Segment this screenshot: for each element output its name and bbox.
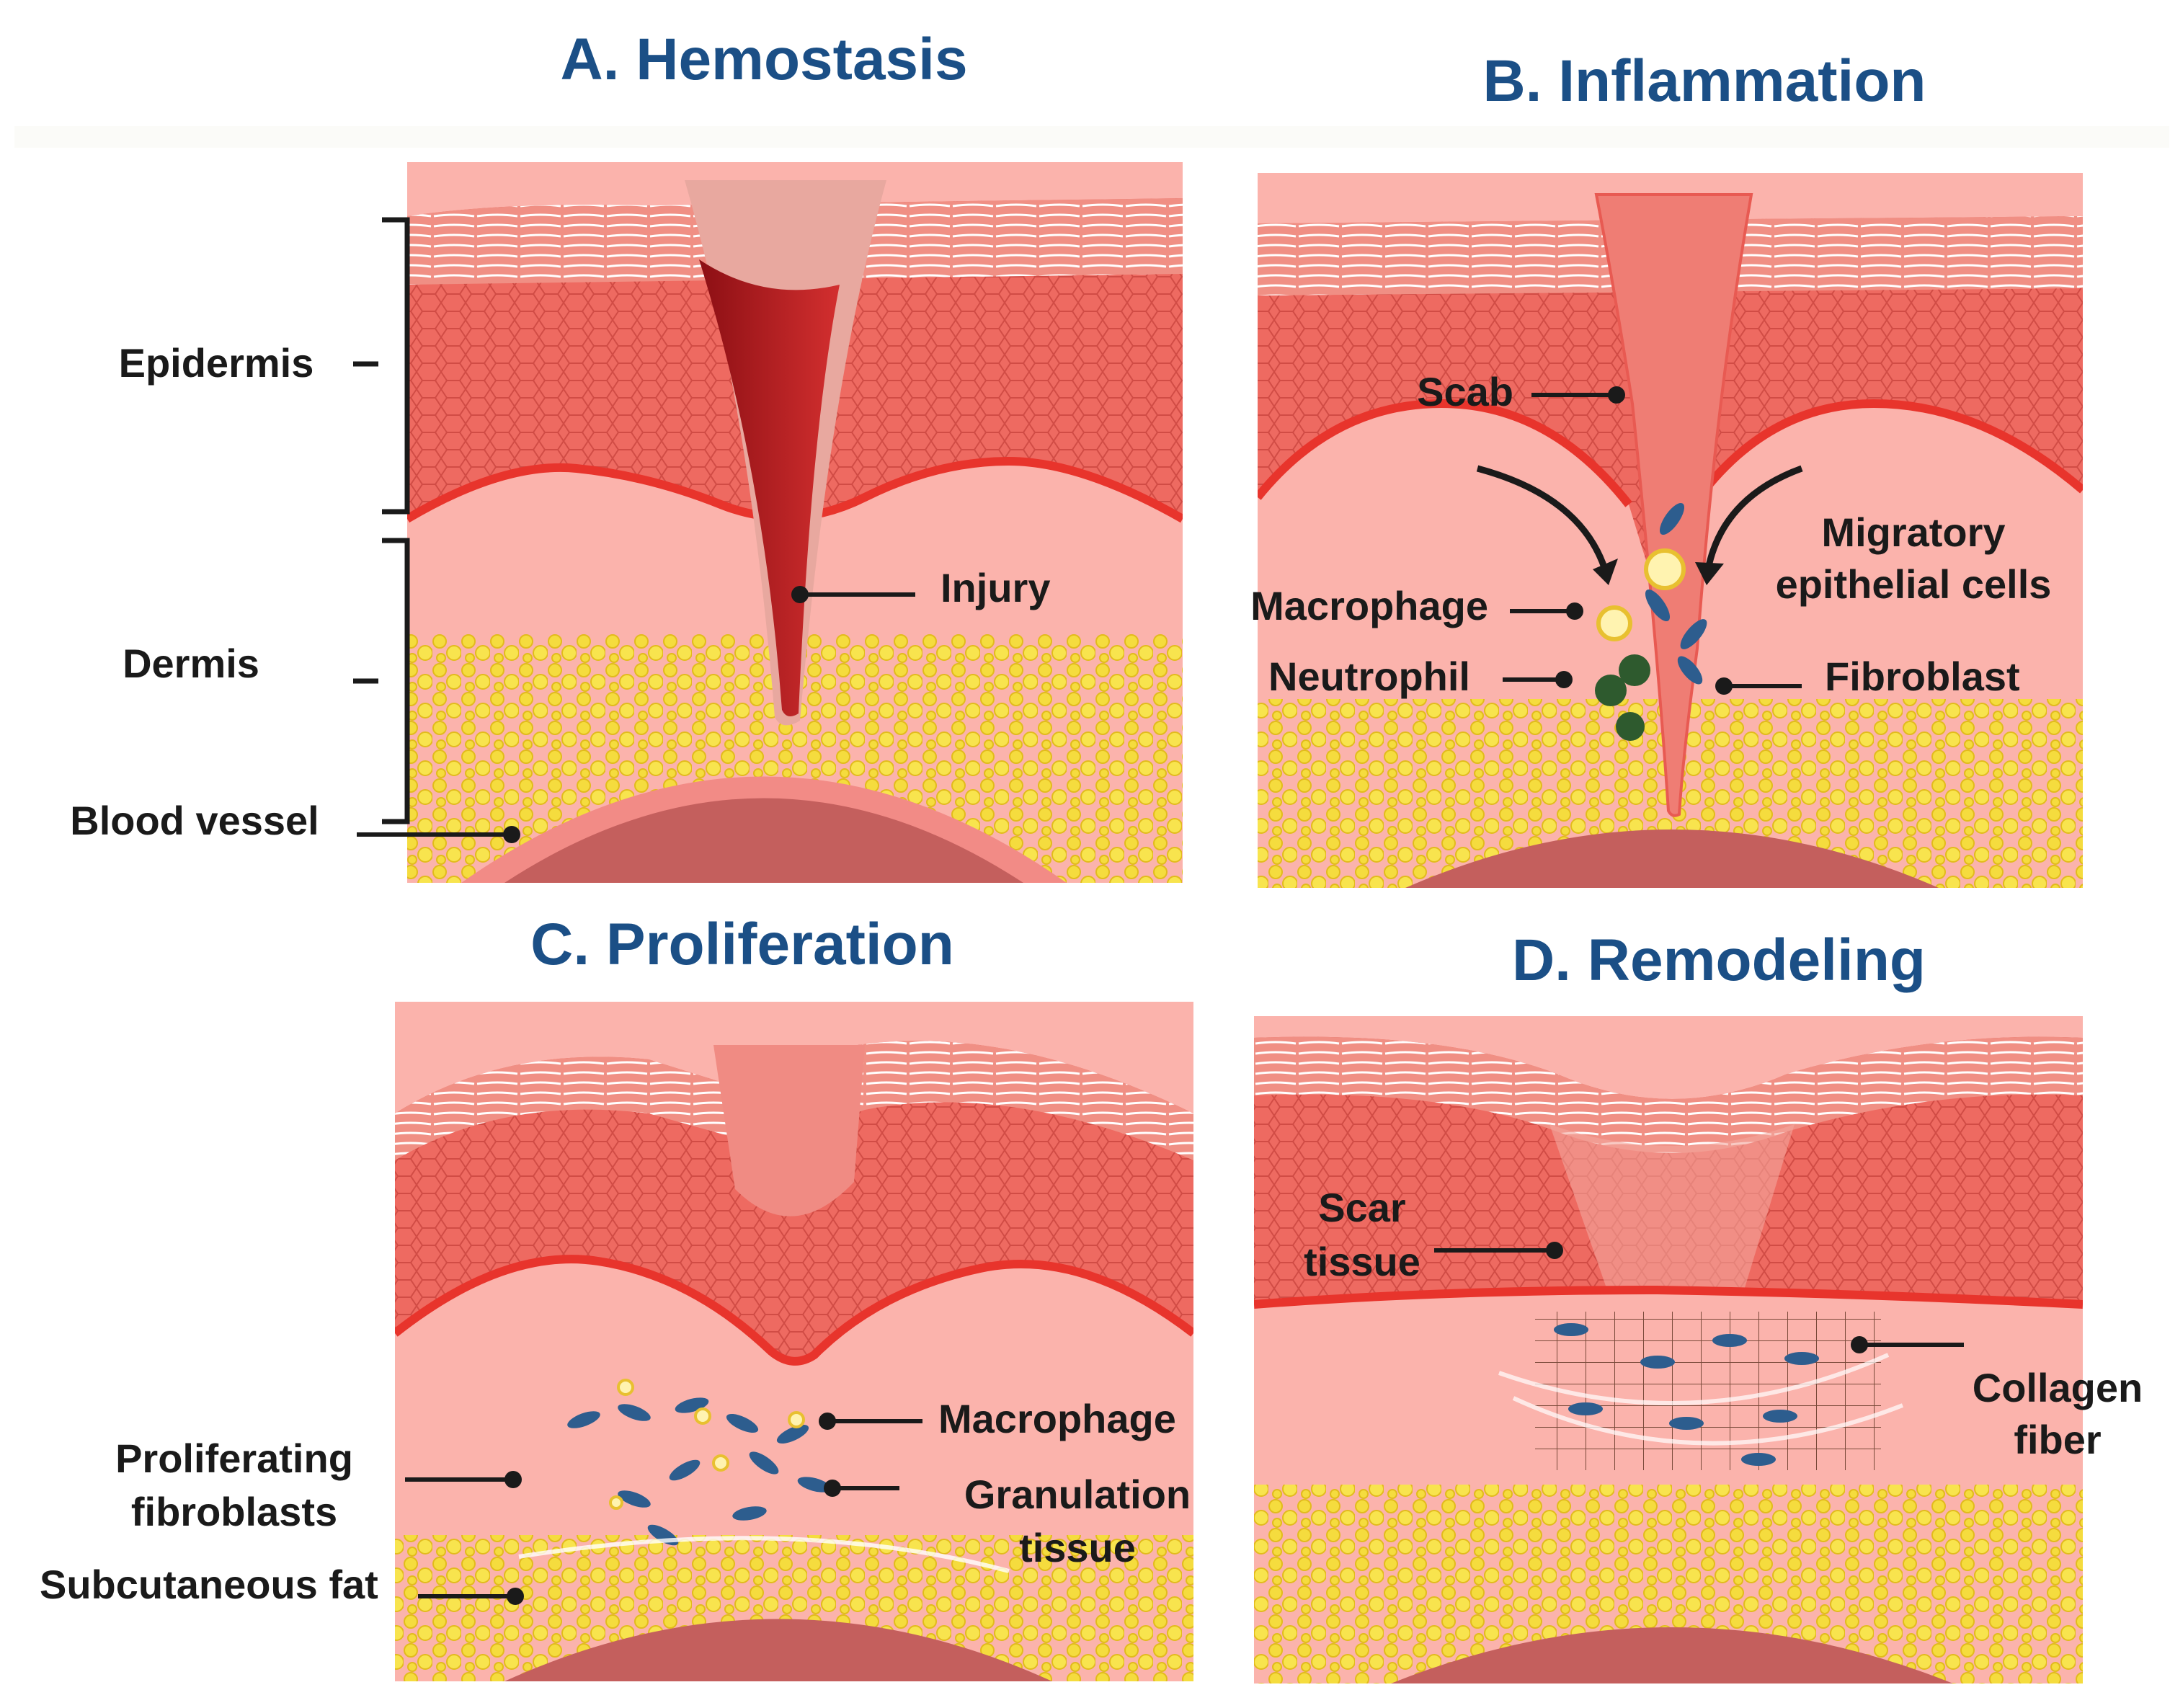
label-collagen-2: fiber [2014, 1417, 2101, 1462]
fibroblast-cells [1645, 502, 1707, 685]
label-granulation-2: tissue [1019, 1525, 1136, 1570]
label-macrophage-b: Macrophage [1250, 583, 1488, 628]
label-dermis: Dermis [123, 641, 259, 686]
blood-vessel [1405, 829, 1939, 888]
fiber [518, 1536, 1010, 1573]
panel-b-title: B. Inflammation [1482, 48, 1926, 114]
label-granulation-1: Granulation [964, 1472, 1191, 1517]
fiber [1498, 1353, 1904, 1446]
basement-membrane [1254, 1285, 2083, 1309]
migration-arrow-right [1704, 465, 1803, 570]
panel-d-title: D. Remodeling [1512, 928, 1926, 993]
collagen-network [1535, 1312, 1881, 1470]
basement-membrane [1258, 399, 2083, 507]
label-injury: Injury [941, 565, 1050, 610]
label-migratory-2: epithelial cells [1776, 561, 2052, 607]
label-fibroblast: Fibroblast [1825, 654, 2020, 699]
panel-proliferation [395, 1002, 1193, 1681]
panel-remodeling [1254, 1016, 2083, 1683]
pointer-dot [824, 1480, 841, 1497]
basement-membrane [395, 1255, 1193, 1366]
panel-hemostasis [407, 162, 1183, 883]
pointer-dot [819, 1413, 836, 1430]
pointer-dot [1566, 602, 1583, 620]
fibroblast-cells [1554, 1323, 1819, 1466]
pointer-dot [1555, 671, 1573, 688]
pointer-dot [1608, 386, 1625, 404]
blood-vessel-lumen [504, 798, 1023, 883]
granulation-tissue [567, 1397, 832, 1546]
stratum-corneum [1254, 1036, 2083, 1153]
macrophage-cells [1596, 548, 1686, 641]
label-subcutaneous-fat: Subcutaneous fat [40, 1562, 378, 1607]
dermis-bracket [353, 538, 410, 824]
migration-arrow-left [1476, 465, 1611, 578]
pointer-dot [791, 586, 809, 603]
label-blood-vessel: Blood vessel [70, 798, 319, 843]
label-scar-2: tissue [1304, 1239, 1420, 1284]
arrow-head [1593, 559, 1618, 585]
neutrophil-cells [1595, 654, 1650, 741]
background-band [14, 126, 2169, 148]
label-epidermis: Epidermis [119, 340, 314, 386]
blood-vessel [504, 1619, 1052, 1681]
panel-c-title: C. Proliferation [530, 912, 954, 977]
pointer-dot [1851, 1336, 1868, 1353]
macrophage-cells [609, 1379, 805, 1510]
pointer-dot [1546, 1242, 1563, 1259]
pointer-dot [503, 826, 520, 843]
panel-a-title: A. Hemostasis [560, 27, 967, 92]
arrow-head [1695, 562, 1724, 585]
panel-inflammation [1258, 173, 2083, 888]
label-prolif-1: Proliferating [115, 1436, 353, 1481]
epidermis-bracket [353, 217, 410, 515]
blood-vessel [1391, 1627, 1953, 1683]
label-macrophage-c: Macrophage [938, 1396, 1176, 1441]
scar-region [1549, 1124, 1795, 1290]
label-scar-1: Scar [1318, 1185, 1405, 1230]
pointer-dot [1715, 677, 1733, 695]
label-collagen-1: Collagen [1973, 1365, 2143, 1410]
pointer-dot [504, 1471, 522, 1488]
blood-clot [699, 259, 840, 716]
scab [1594, 193, 1753, 817]
scab [713, 1045, 865, 1216]
label-prolif-2: fibroblasts [131, 1489, 337, 1534]
label-scab: Scab [1417, 369, 1513, 414]
pointer-dot [507, 1588, 524, 1605]
label-migratory-1: Migratory [1821, 510, 2005, 555]
label-neutrophil: Neutrophil [1268, 654, 1470, 699]
